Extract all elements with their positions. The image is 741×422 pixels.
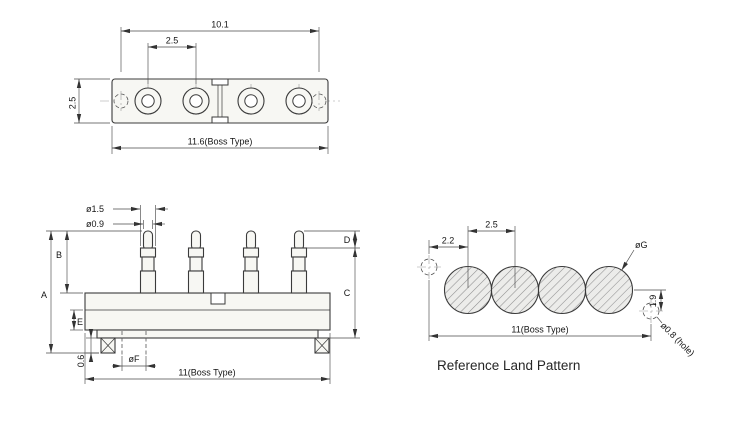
dim-top-width: 10.1 [120, 20, 320, 72]
dim-a-label: A [41, 290, 47, 300]
dim-e: E [70, 309, 83, 331]
boss-hidden-circles [113, 91, 327, 111]
dim-d: D [304, 230, 360, 249]
dim-top-height: 2.5 [68, 78, 110, 124]
dim-hole: ø0.8 (hole) [656, 316, 697, 358]
base-slot [210, 292, 226, 305]
dim-b: B [46, 230, 142, 294]
pogo-pin [290, 230, 308, 294]
pogo-pin [187, 230, 205, 294]
boss-hole [417, 255, 441, 279]
pin-mid [141, 256, 155, 272]
pin-inner-circle [189, 94, 203, 108]
land-pad [537, 265, 587, 315]
dim-tip-dia: ø0.9 [86, 219, 165, 229]
pin-barrel [187, 270, 205, 294]
pin-holes [134, 84, 313, 118]
pin-barrel [242, 270, 260, 294]
pin-tip [190, 230, 202, 251]
dim-boss-height: 0.6 [76, 329, 99, 367]
pin-tip [293, 230, 305, 251]
dim-c: C [319, 248, 360, 339]
leader-line [621, 249, 635, 271]
pogo-pin [139, 230, 157, 294]
leader-line [656, 316, 663, 324]
dim-top-overall-label: 11.6(Boss Type) [188, 137, 253, 147]
side-view: ø1.5 ø0.9 B A E [41, 204, 360, 384]
dim-pad-dia: øG [621, 240, 648, 271]
land-pad [584, 265, 634, 315]
pin-mid [189, 256, 203, 272]
dim-boss-dia-label: øF [129, 354, 140, 364]
dim-land-overall-label: 11(Boss Type) [511, 325, 568, 335]
land-pattern-caption: Reference Land Pattern [437, 358, 580, 373]
pin-inner-circle [292, 94, 306, 108]
dim-d-label: D [344, 235, 351, 245]
pogo-pin [242, 230, 260, 294]
pin-collar [290, 247, 308, 258]
dim-land-edge: 2.2 [428, 236, 468, 254]
land-pattern: 2.5 2.2 øG 1.9 ø0.8 (hole) 11(Boss Type)… [417, 220, 697, 373]
dim-hole-label: ø0.8 (hole) [659, 320, 697, 358]
pin-tip [245, 230, 257, 251]
dim-top-height-label: 2.5 [68, 97, 78, 110]
pin-mid [244, 256, 258, 272]
dim-land-pitch-label: 2.5 [485, 220, 498, 230]
boss-hole [639, 299, 663, 323]
dim-side-overall: 11(Boss Type) [84, 333, 331, 384]
body-notch [211, 116, 229, 124]
dim-top-pitch: 2.5 [147, 36, 197, 84]
boss-hatch-line [100, 337, 116, 354]
dim-top-pitch-label: 2.5 [166, 36, 179, 46]
dim-boss-height-label: 0.6 [76, 355, 86, 368]
dim-side-overall-label: 11(Boss Type) [178, 368, 235, 378]
pin-barrel [290, 270, 308, 294]
connector-base [84, 292, 331, 331]
dim-barrel-dia-label: ø1.5 [86, 204, 104, 214]
pin-inner-circle [244, 94, 258, 108]
dim-land-pitch: 2.5 [467, 220, 516, 288]
pin-collar [139, 247, 157, 258]
pin-barrel [139, 270, 157, 294]
dim-land-offset-label: 1.9 [648, 295, 658, 308]
pin-mid [292, 256, 306, 272]
dim-tip-dia-label: ø0.9 [86, 219, 104, 229]
dim-land-edge-label: 2.2 [442, 236, 455, 246]
dim-boss-dia: øF [112, 354, 156, 371]
dim-a: A [41, 231, 99, 354]
top-view: 10.1 2.5 2.5 11.6(Boss Type) [68, 20, 340, 154]
dim-land-overall: 11(Boss Type) [428, 280, 652, 341]
pin-tip [142, 230, 154, 251]
base-lip [96, 329, 319, 339]
pin-inner-circle [141, 94, 155, 108]
body-notch [211, 78, 229, 86]
dim-top-width-label: 10.1 [211, 20, 229, 30]
dim-c-label: C [344, 288, 351, 298]
dim-land-offset: 1.9 [634, 289, 666, 311]
boss-hatch-line [314, 337, 330, 354]
dim-pad-dia-label: øG [635, 240, 648, 250]
pin-collar [242, 247, 260, 258]
dim-e-label: E [77, 317, 83, 327]
dim-b-label: B [56, 250, 62, 260]
dim-top-overall: 11.6(Boss Type) [111, 126, 329, 154]
pin-collar [187, 247, 205, 258]
